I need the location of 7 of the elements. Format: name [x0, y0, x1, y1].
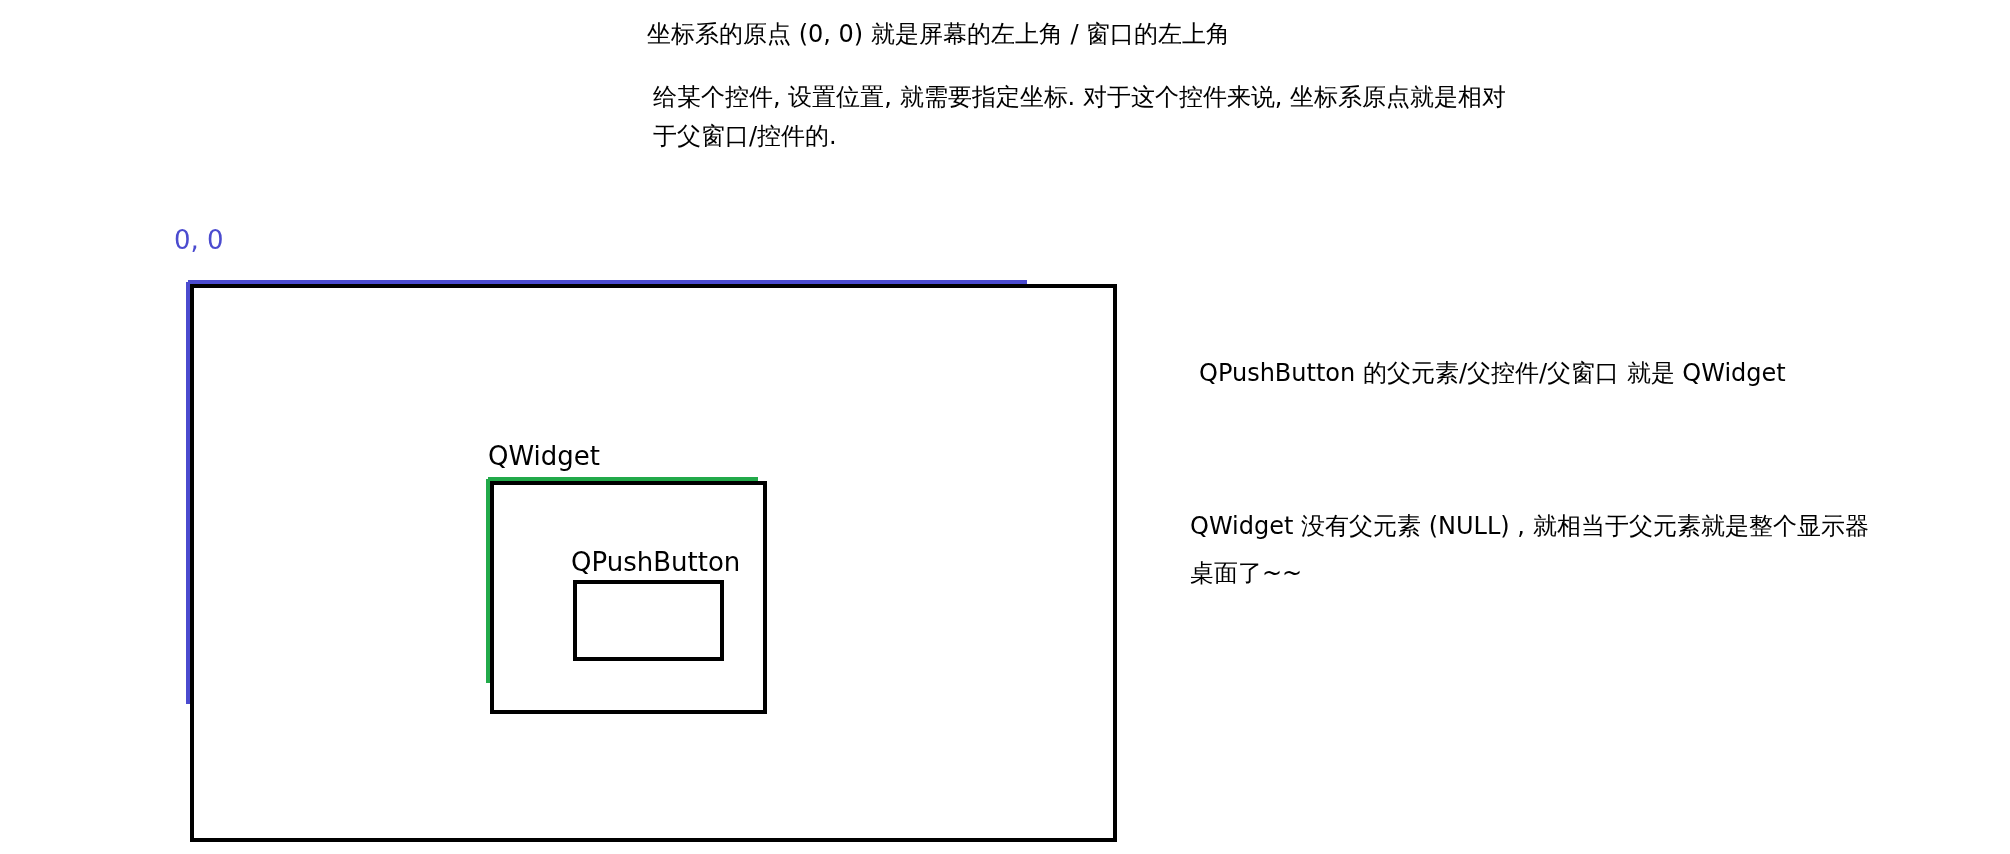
frame-label: QWidget	[488, 440, 601, 472]
note-text: 给某个控件, 设置位置, 就需要指定坐标. 对于这个控件来说, 坐标系原点就是相对于父窗口/控件的.	[653, 82, 1508, 152]
note-text: QPushButton 的父元素/父控件/父窗口 就是 QWidget	[1199, 358, 1786, 389]
origin-label: 0, 0	[174, 224, 224, 256]
frame-label: QPushButton	[571, 546, 741, 578]
note-text: 坐标系的原点 (0, 0) 就是屏幕的左上角 / 窗口的左上角	[647, 19, 1231, 50]
note-text: QWidget 没有父元素 (NULL) , 就相当于父元素就是整个显示器桌面了~~	[1190, 511, 1870, 589]
